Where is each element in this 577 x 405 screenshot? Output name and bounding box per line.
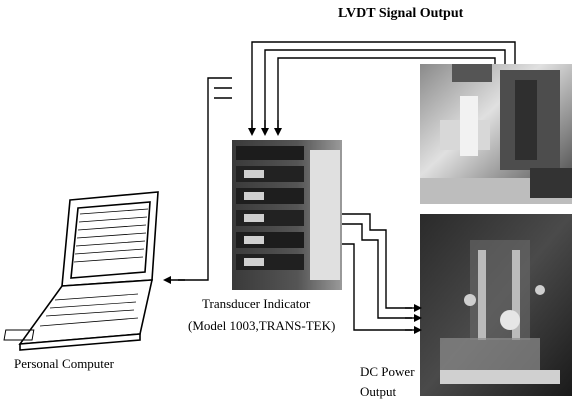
transducer-indicator-photo [232,140,342,290]
test-rig-photo [420,214,572,396]
laptop-icon [3,191,159,351]
lvdt-signal-output-label: LVDT Signal Output [338,6,464,21]
dc-power-label: DC Power [360,364,415,379]
indicator-to-computer-lines [163,77,232,284]
transducer-model-label: (Model 1003,TRANS-TEK) [188,318,336,333]
dc-power-output-label: Output [360,384,397,399]
lvdt-apparatus-photo [420,64,572,204]
dc-power-lines [342,213,422,334]
lvdt-signal-lines [248,41,516,136]
personal-computer-label: Personal Computer [14,356,115,371]
transducer-indicator-label: Transducer Indicator [202,296,311,311]
